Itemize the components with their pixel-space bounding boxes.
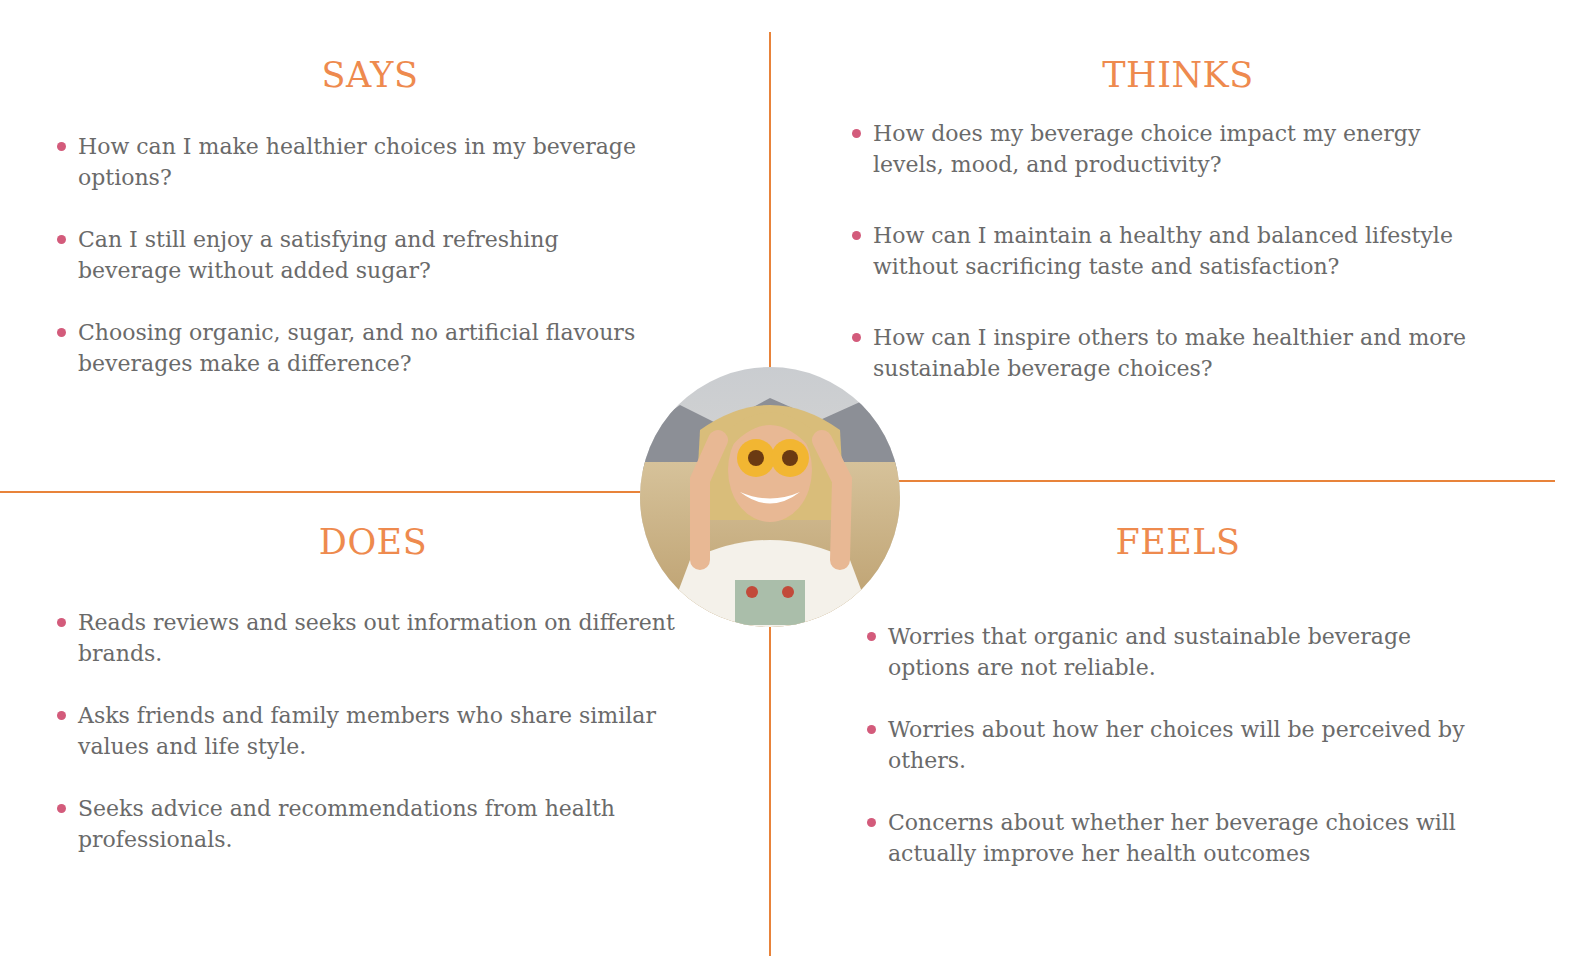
bullet-dot [57,804,66,813]
bullet-text: Worries that organic and sustainable bev… [888,621,1488,683]
quadrant-heading: THINKS [1102,55,1253,95]
bullet-dot [852,231,861,240]
quadrant-heading: DOES [319,522,427,562]
quadrant-heading: SAYS [322,55,419,95]
portrait-photo [630,360,910,642]
quadrant-heading: FEELS [1115,522,1240,562]
bullet-dot [867,632,876,641]
bullet-dot [57,328,66,337]
bullet-text: Reads reviews and seeks out information … [78,607,678,669]
bullet-dot [867,818,876,827]
bullet-text: How can I make healthier choices in my b… [78,131,663,193]
divider-line [898,480,1555,482]
bullet-text: Can I still enjoy a satisfying and refre… [78,224,663,286]
bullet-text: How can I inspire others to make healthi… [873,322,1498,384]
bullet-text: Asks friends and family members who shar… [78,700,678,762]
bullet-dot [57,142,66,151]
bullet-text: Choosing organic, sugar, and no artifici… [78,317,663,379]
bullet-text: Seeks advice and recommendations from he… [78,793,678,855]
divider-line [0,491,642,493]
bullet-dot [852,129,861,138]
bullet-dot [867,725,876,734]
quadrant: THINKS How does my beverage choice impact… [770,0,1584,481]
bullet-text: Worries about how her choices will be pe… [888,714,1488,776]
quadrant: FEELS Worries that organic and sustainabl… [770,481,1584,956]
quadrant: DOES Reads reviews and seeks out informat… [0,492,770,956]
bullet-text: Concerns about whether her beverage choi… [888,807,1488,869]
bullet-dot [57,235,66,244]
quadrant: SAYS How can I make healthier choices in … [0,0,770,492]
bullet-dot [852,333,861,342]
bullet-dot [57,618,66,627]
bullet-dot [57,711,66,720]
bullet-text: How can I maintain a healthy and balance… [873,220,1498,282]
bullet-text: How does my beverage choice impact my en… [873,118,1498,180]
